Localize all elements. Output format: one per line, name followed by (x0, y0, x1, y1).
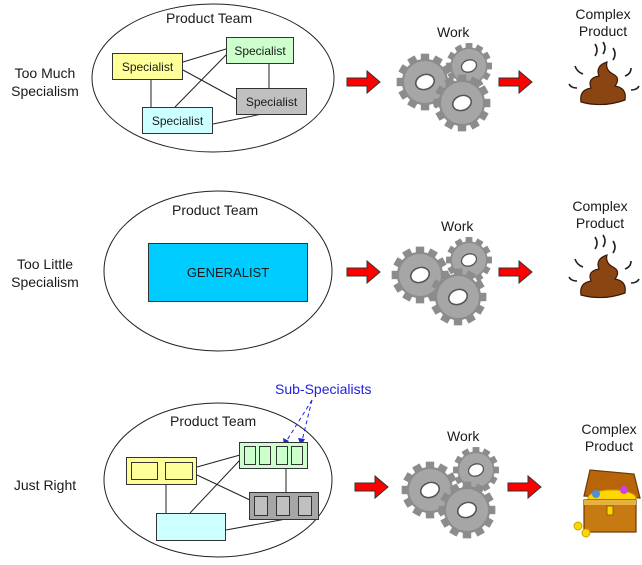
product-label: Complex Product (563, 6, 642, 40)
sub-specialist (276, 446, 288, 465)
row-label-line: Too Little (16, 256, 74, 272)
team-title: Product Team (166, 10, 253, 26)
sub-specialist (131, 462, 158, 480)
product-label-line: Product (578, 23, 628, 39)
product-label-line: Complex (581, 421, 637, 437)
team-ellipse (103, 402, 333, 558)
gears-icon (390, 236, 493, 327)
sub-specialist (291, 446, 303, 465)
product-label: Complex Product (569, 421, 642, 455)
team-ellipse (91, 3, 335, 153)
arrow-icon (498, 260, 533, 284)
specialist-box-cyan: Specialist (142, 107, 213, 134)
product-label-line: Product (584, 438, 634, 454)
connector-lines (150, 48, 273, 125)
arrow-icon (507, 475, 542, 499)
sub-specialist (254, 496, 268, 516)
sub-specialist (244, 446, 256, 465)
work-label: Work (437, 24, 470, 40)
specialist-box-gray: Specialist (236, 88, 307, 115)
specialist-box-gray (249, 492, 319, 520)
team-ellipse (103, 190, 333, 352)
product-label: Complex Product (560, 198, 640, 232)
row-label-line: Just Right (13, 477, 77, 493)
sub-specialist (298, 496, 312, 516)
arrow-icon (346, 260, 381, 284)
sub-specialist (259, 446, 271, 465)
row-label-line: Specialism (11, 274, 79, 290)
specialist-box-green (239, 442, 308, 469)
gears-icon (400, 446, 500, 540)
specialist-box-cyan (156, 513, 226, 541)
team-title: Product Team (170, 413, 257, 429)
sub-specialist (165, 462, 193, 480)
treasure-chest-icon (573, 469, 641, 538)
row-label-line: Too Much (14, 65, 76, 81)
row-label-just-right: Just Right (0, 476, 95, 494)
generalist-box: GENERALIST (148, 243, 308, 302)
specialist-box-green: Specialist (226, 37, 294, 64)
team-title: Product Team (172, 202, 259, 218)
arrow-icon (498, 70, 533, 94)
specialist-box-yellow (126, 457, 197, 485)
row-label-too-much: Too Much Specialism (0, 64, 95, 100)
specialist-box-yellow: Specialist (112, 53, 183, 80)
product-label-line: Product (575, 215, 625, 231)
arrow-icon (346, 70, 381, 94)
product-label-line: Complex (572, 198, 628, 214)
row-label-too-little: Too Little Specialism (0, 255, 95, 291)
sub-specialists-annotation: Sub-Specialists (275, 381, 372, 397)
connector-lines (165, 454, 287, 531)
product-label-line: Complex (575, 6, 631, 22)
annotation-arrows (283, 399, 313, 446)
work-label: Work (447, 428, 480, 444)
poop-icon (568, 41, 640, 106)
sub-specialist (276, 496, 290, 516)
work-label: Work (441, 218, 474, 234)
row-label-line: Specialism (11, 83, 79, 99)
poop-icon (568, 234, 640, 299)
arrow-icon (354, 475, 389, 499)
gears-icon (395, 42, 493, 133)
